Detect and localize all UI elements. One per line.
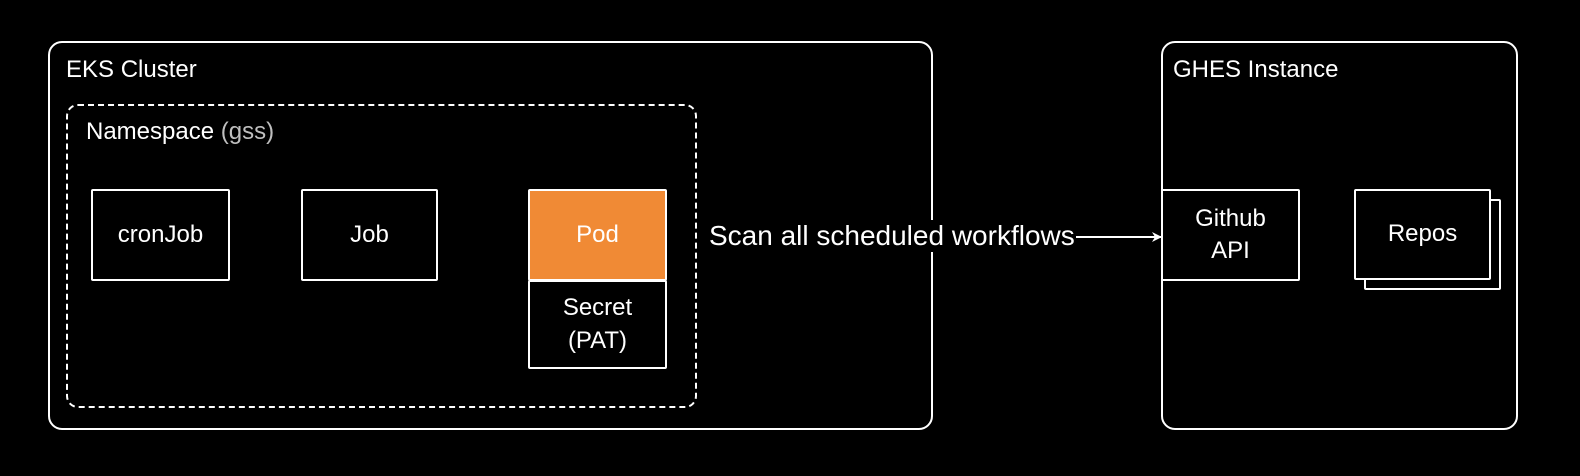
cronjob-node[interactable]: cronJob [91, 189, 230, 281]
github-api-node[interactable]: Github API [1161, 189, 1300, 281]
namespace-label: Namespace [86, 118, 215, 145]
ghes-instance-title: GHES Instance [1173, 56, 1339, 83]
secret-label: Secret [562, 294, 633, 322]
pod-node[interactable]: Pod [528, 189, 667, 281]
secret-sublabel: (PAT) [567, 326, 628, 354]
repos-label: Repos [1387, 220, 1458, 248]
job-node[interactable]: Job [301, 189, 438, 281]
scan-edge-label: Scan all scheduled workflows [708, 220, 1076, 252]
cronjob-label: cronJob [117, 220, 204, 248]
namespace-group [66, 104, 697, 408]
secret-node[interactable]: Secret (PAT) [528, 280, 667, 369]
repos-node[interactable]: Repos [1354, 189, 1491, 280]
job-label: Job [350, 220, 389, 248]
eks-cluster-title: EKS Cluster [66, 56, 197, 83]
github-api-sublabel: API [1211, 237, 1250, 264]
namespace-name: (gss) [220, 118, 275, 145]
namespace-title: Namespace (gss) [86, 118, 274, 146]
github-api-label: Github [1195, 204, 1266, 232]
pod-label: Pod [576, 220, 619, 248]
